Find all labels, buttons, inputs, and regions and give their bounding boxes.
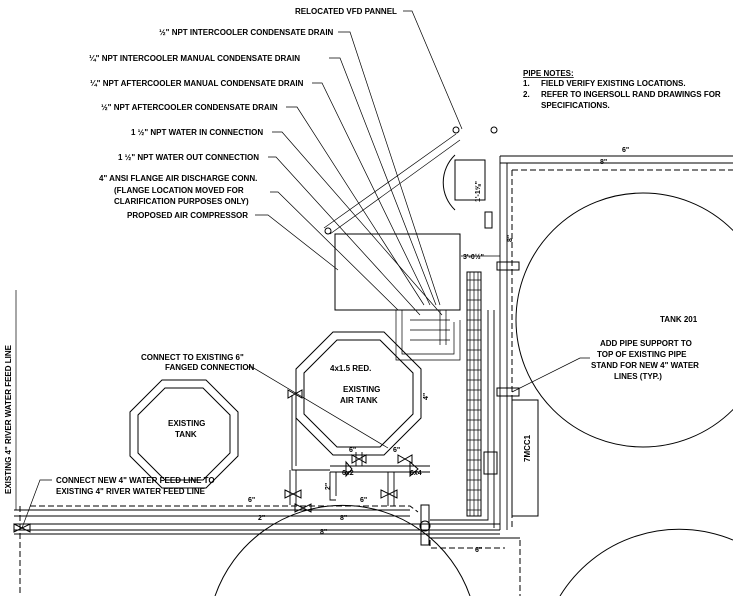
reducer-6x4: [409, 460, 419, 478]
pipe-support-top: [496, 261, 520, 271]
air-tank-label-1: EXISTING: [343, 385, 380, 394]
dim-3ft: 3'-0½": [463, 253, 484, 261]
reducer-6x2: [345, 460, 353, 478]
callout-water-out: 1 ½" NPT WATER OUT CONNECTION: [118, 153, 259, 162]
callout-compressor: PROPOSED AIR COMPRESSOR: [127, 211, 248, 220]
valve-6: [397, 454, 413, 464]
dim-6x2: 6x2: [342, 470, 354, 477]
dim-2-a: 2": [258, 515, 265, 522]
air-compressor: 1'-1⅝" 3'-0½": [334, 126, 500, 311]
valve-4: [351, 454, 367, 464]
callout-intercooler-manual: ¼" NPT INTERCOOLER MANUAL CONDENSATE DRA…: [89, 54, 300, 63]
dim-vfd: 1'-1⅝": [475, 181, 482, 202]
compressor-outline: [334, 233, 461, 311]
callout-vfd: RELOCATED VFD PANNEL: [295, 7, 397, 16]
note-1-text: FIELD VERIFY EXISTING LOCATIONS.: [541, 79, 686, 88]
dim-8-b: 8": [320, 529, 327, 536]
callout-water-in: 1 ½" NPT WATER IN CONNECTION: [131, 128, 263, 137]
callout-support-2: TOP OF EXISTING PIPE: [597, 350, 687, 359]
tank-201-outline: [515, 192, 733, 448]
callout-connect-6-1: CONNECT TO EXISTING 6": [141, 353, 244, 362]
existing-tank-label-2: TANK: [175, 430, 197, 439]
callout-support-1: ADD PIPE SUPPORT TO: [600, 339, 692, 348]
dim-6-b: 6": [393, 447, 400, 454]
pipe-support-mid: [496, 387, 520, 397]
valve-1: [284, 489, 302, 499]
callout-leaders: [21, 10, 590, 529]
dim-6in-top: 6": [622, 147, 629, 154]
dim-2-b: 2": [325, 483, 332, 490]
dim-6x4: 6x4: [410, 470, 422, 477]
callout-connect-4-2: EXISTING 4" RIVER WATER FEED LINE: [56, 487, 206, 496]
piping: [13, 310, 520, 549]
callout-flange-2: (FLANGE LOCATION MOVED FOR: [114, 186, 244, 195]
dim-6-a: 6": [349, 447, 356, 454]
existing-tank-label-1: EXISTING: [168, 419, 205, 428]
mcc-cabinet: [511, 399, 539, 517]
valve-5: [294, 503, 312, 513]
callout-connect-6-2: FANGED CONNECTION: [165, 363, 255, 372]
callout-flange-3: CLARIFICATION PURPOSES ONLY): [114, 197, 249, 206]
valve-3: [287, 389, 303, 399]
reducer-label: 4x1.5 RED.: [330, 364, 371, 373]
valve-2: [380, 489, 398, 499]
callout-aftercooler-manual: ¼" NPT AFTERCOOLER MANUAL CONDENSATE DRA…: [90, 79, 304, 88]
mcc-label: 7MCC1: [523, 434, 532, 462]
callout-connect-4-1: CONNECT NEW 4" WATER FEED LINE TO: [56, 476, 215, 485]
callout-support-4: LINES (TYP.): [614, 372, 662, 381]
pipe-notes: PIPE NOTES: 1. FIELD VERIFY EXISTING LOC…: [523, 69, 721, 110]
dim-6-d: 6": [360, 497, 367, 504]
note-2-text: REFER TO INGERSOLL RAND DRAWINGS FOR: [541, 90, 721, 99]
air-tank-label-2: AIR TANK: [340, 396, 378, 405]
tank-201: TANK 201: [515, 192, 733, 448]
note-2-cont: SPECIFICATIONS.: [541, 101, 610, 110]
vfd-panel: [454, 159, 486, 201]
callout-support-3: STAND FOR NEW 4" WATER: [591, 361, 699, 370]
feed-line-label: EXISTING 4" RIVER WATER FEED LINE: [4, 344, 13, 494]
dim-4in-vert: 4": [423, 393, 430, 400]
tank-201-label: TANK 201: [660, 315, 698, 324]
existing-air-tank: 4x1.5 RED. EXISTING AIR TANK 4": [295, 331, 430, 456]
dim-8in-vert: 8": [507, 235, 514, 242]
callout-aftercooler-drain: ½" NPT AFTERCOOLER CONDENSATE DRAIN: [101, 103, 278, 112]
callout-intercooler-drain: ½" NPT INTERCOOLER CONDENSATE DRAIN: [159, 28, 334, 37]
dim-8-a: 8": [340, 515, 347, 522]
dim-6-c: 6": [248, 497, 255, 504]
vfd-door-swing: [442, 154, 456, 211]
flange-bottom: [420, 504, 430, 546]
existing-tank: EXISTING TANK: [129, 379, 239, 489]
bottom-tank-right: [559, 528, 733, 596]
dim-6-bottom: 6": [475, 547, 482, 554]
bottom-tank-left: [214, 504, 471, 596]
note-2-num: 2.: [523, 90, 530, 99]
valve-left: [13, 523, 31, 533]
dim-8in-top: 8": [600, 159, 607, 166]
note-1-num: 1.: [523, 79, 530, 88]
notes-heading: PIPE NOTES:: [523, 69, 574, 78]
callout-flange-1: 4" ANSI FLANGE AIR DISCHARGE CONN.: [99, 174, 257, 183]
